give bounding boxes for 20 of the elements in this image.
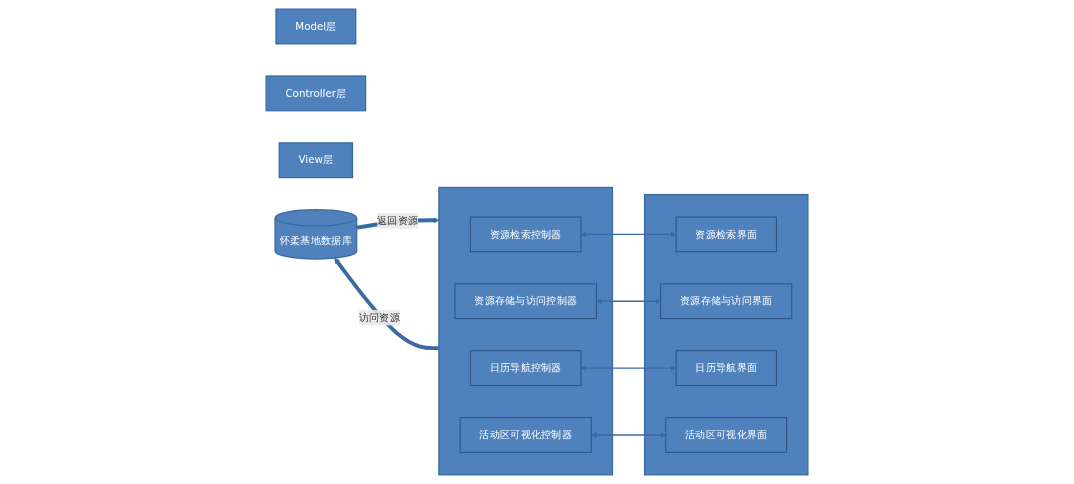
- arrow: [596, 298, 661, 305]
- edge-label: 访问资源: [358, 311, 400, 324]
- node-box: View层: [278, 142, 354, 179]
- node-box: 活动区可视化控制器: [459, 417, 592, 453]
- node-box: 日历导航控制器: [469, 350, 582, 386]
- node-box: 活动区可视化界面: [665, 417, 788, 453]
- node-box: 资源检索控制器: [469, 216, 582, 253]
- node-box: 资源存储与访问界面: [660, 283, 793, 320]
- node-box: 资源存储与访问控制器: [454, 283, 597, 320]
- node-box: 日历导航界面: [675, 350, 777, 386]
- node-box: Model层: [275, 8, 357, 45]
- arrow: [580, 231, 677, 238]
- cluster: [438, 186, 614, 476]
- arrow: [580, 365, 677, 371]
- arrow: [591, 432, 667, 438]
- edge-label: 返回资源: [376, 214, 419, 227]
- arrow: [334, 257, 439, 351]
- node-box: 资源检索界面: [675, 216, 777, 253]
- cluster: [643, 193, 809, 476]
- node-box: Controller层: [265, 75, 367, 112]
